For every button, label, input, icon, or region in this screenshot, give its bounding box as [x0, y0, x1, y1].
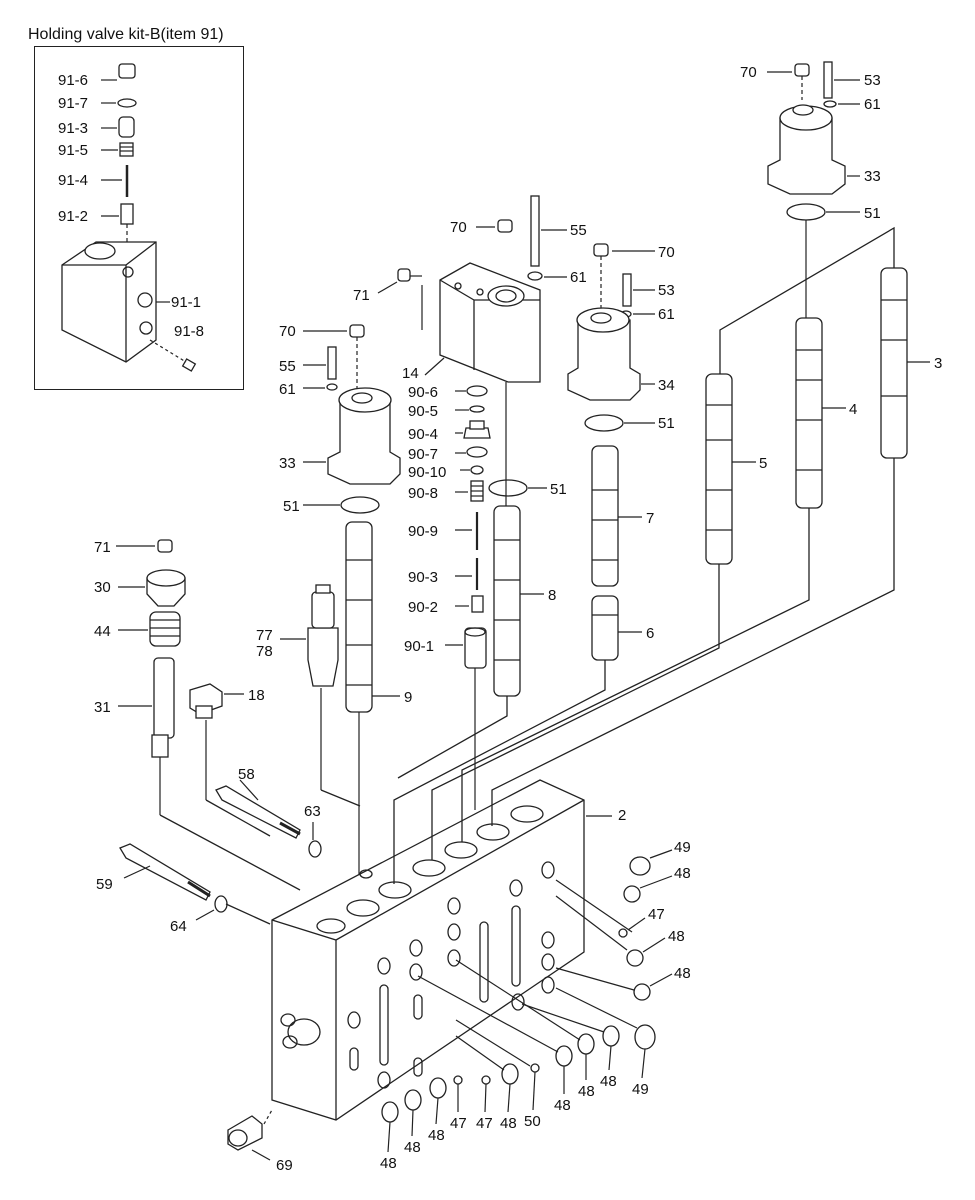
label-70: 70 [279, 323, 296, 340]
label-48: 48 [578, 1083, 595, 1100]
label-49: 49 [632, 1081, 649, 1098]
label-48: 48 [668, 928, 685, 945]
label-9: 9 [404, 689, 412, 706]
label-44: 44 [94, 623, 111, 640]
cap-assembly-top-right [767, 61, 860, 221]
label-69: 69 [276, 1157, 293, 1174]
label-48: 48 [500, 1115, 517, 1132]
inset-frame [34, 46, 244, 390]
label-71: 71 [353, 287, 370, 304]
body-o-rings [381, 849, 673, 1123]
guide-lines [393, 220, 895, 884]
label-51: 51 [658, 415, 675, 432]
label-5: 5 [759, 455, 767, 472]
inset-title: Holding valve kit-B(item 91) [28, 26, 224, 43]
label-61: 61 [570, 269, 587, 286]
label-91-5: 91-5 [58, 142, 88, 159]
label-61: 61 [658, 306, 675, 323]
label-91-6: 91-6 [58, 72, 88, 89]
label-49: 49 [674, 839, 691, 856]
label-51: 51 [283, 498, 300, 515]
label-48: 48 [380, 1155, 397, 1172]
part-labels: 91-6 91-7 91-3 91-5 91-4 91-2 91-1 91-8 … [58, 64, 942, 1174]
label-91-3: 91-3 [58, 120, 88, 137]
label-71: 71 [94, 539, 111, 556]
main-valve-body [227, 779, 612, 1161]
label-90-10: 90-10 [408, 464, 446, 481]
label-33: 33 [279, 455, 296, 472]
label-91-7: 91-7 [58, 95, 88, 112]
label-48: 48 [554, 1097, 571, 1114]
cap-assembly-center [567, 243, 655, 432]
label-55: 55 [570, 222, 587, 239]
label-91-2: 91-2 [58, 208, 88, 225]
label-90-9: 90-9 [408, 523, 438, 540]
label-8: 8 [548, 587, 556, 604]
inset-parts [61, 63, 197, 372]
label-77: 77 [256, 627, 273, 644]
label-48: 48 [600, 1073, 617, 1090]
label-90-5: 90-5 [408, 403, 438, 420]
label-2: 2 [618, 807, 626, 824]
label-33: 33 [864, 168, 881, 185]
label-47: 47 [648, 906, 665, 923]
label-90-2: 90-2 [408, 599, 438, 616]
label-48: 48 [674, 965, 691, 982]
label-53: 53 [658, 282, 675, 299]
label-53: 53 [864, 72, 881, 89]
label-91-4: 91-4 [58, 172, 88, 189]
spools [488, 267, 930, 697]
label-14: 14 [402, 365, 419, 382]
label-18: 18 [248, 687, 265, 704]
label-51: 51 [864, 205, 881, 222]
label-64: 64 [170, 918, 187, 935]
label-47: 47 [450, 1115, 467, 1132]
label-61: 61 [279, 381, 296, 398]
relief-parts-left [116, 539, 361, 925]
label-51: 51 [550, 481, 567, 498]
bottom-leaders [387, 1045, 646, 1153]
label-50: 50 [524, 1113, 541, 1130]
label-91-1: 91-1 [171, 294, 201, 311]
cap-assembly-top-center [377, 195, 567, 810]
label-48: 48 [674, 865, 691, 882]
label-91-8: 91-8 [174, 323, 204, 340]
label-70: 70 [740, 64, 757, 81]
label-7: 7 [646, 510, 654, 527]
label-59: 59 [96, 876, 113, 893]
label-55: 55 [279, 358, 296, 375]
label-48: 48 [404, 1139, 421, 1156]
label-90-6: 90-6 [408, 384, 438, 401]
label-6: 6 [646, 625, 654, 642]
label-31: 31 [94, 699, 111, 716]
label-90-4: 90-4 [408, 426, 438, 443]
label-30: 30 [94, 579, 111, 596]
label-58: 58 [238, 766, 255, 783]
label-63: 63 [304, 803, 321, 820]
label-47: 47 [476, 1115, 493, 1132]
label-34: 34 [658, 377, 675, 394]
label-90-3: 90-3 [408, 569, 438, 586]
cap-assembly-left [303, 324, 401, 880]
label-4: 4 [849, 401, 857, 418]
label-90-1: 90-1 [404, 638, 434, 655]
label-78: 78 [256, 643, 273, 660]
label-70: 70 [450, 219, 467, 236]
label-90-7: 90-7 [408, 446, 438, 463]
label-61: 61 [864, 96, 881, 113]
label-70: 70 [658, 244, 675, 261]
label-90-8: 90-8 [408, 485, 438, 502]
label-48: 48 [428, 1127, 445, 1144]
label-3: 3 [934, 355, 942, 372]
